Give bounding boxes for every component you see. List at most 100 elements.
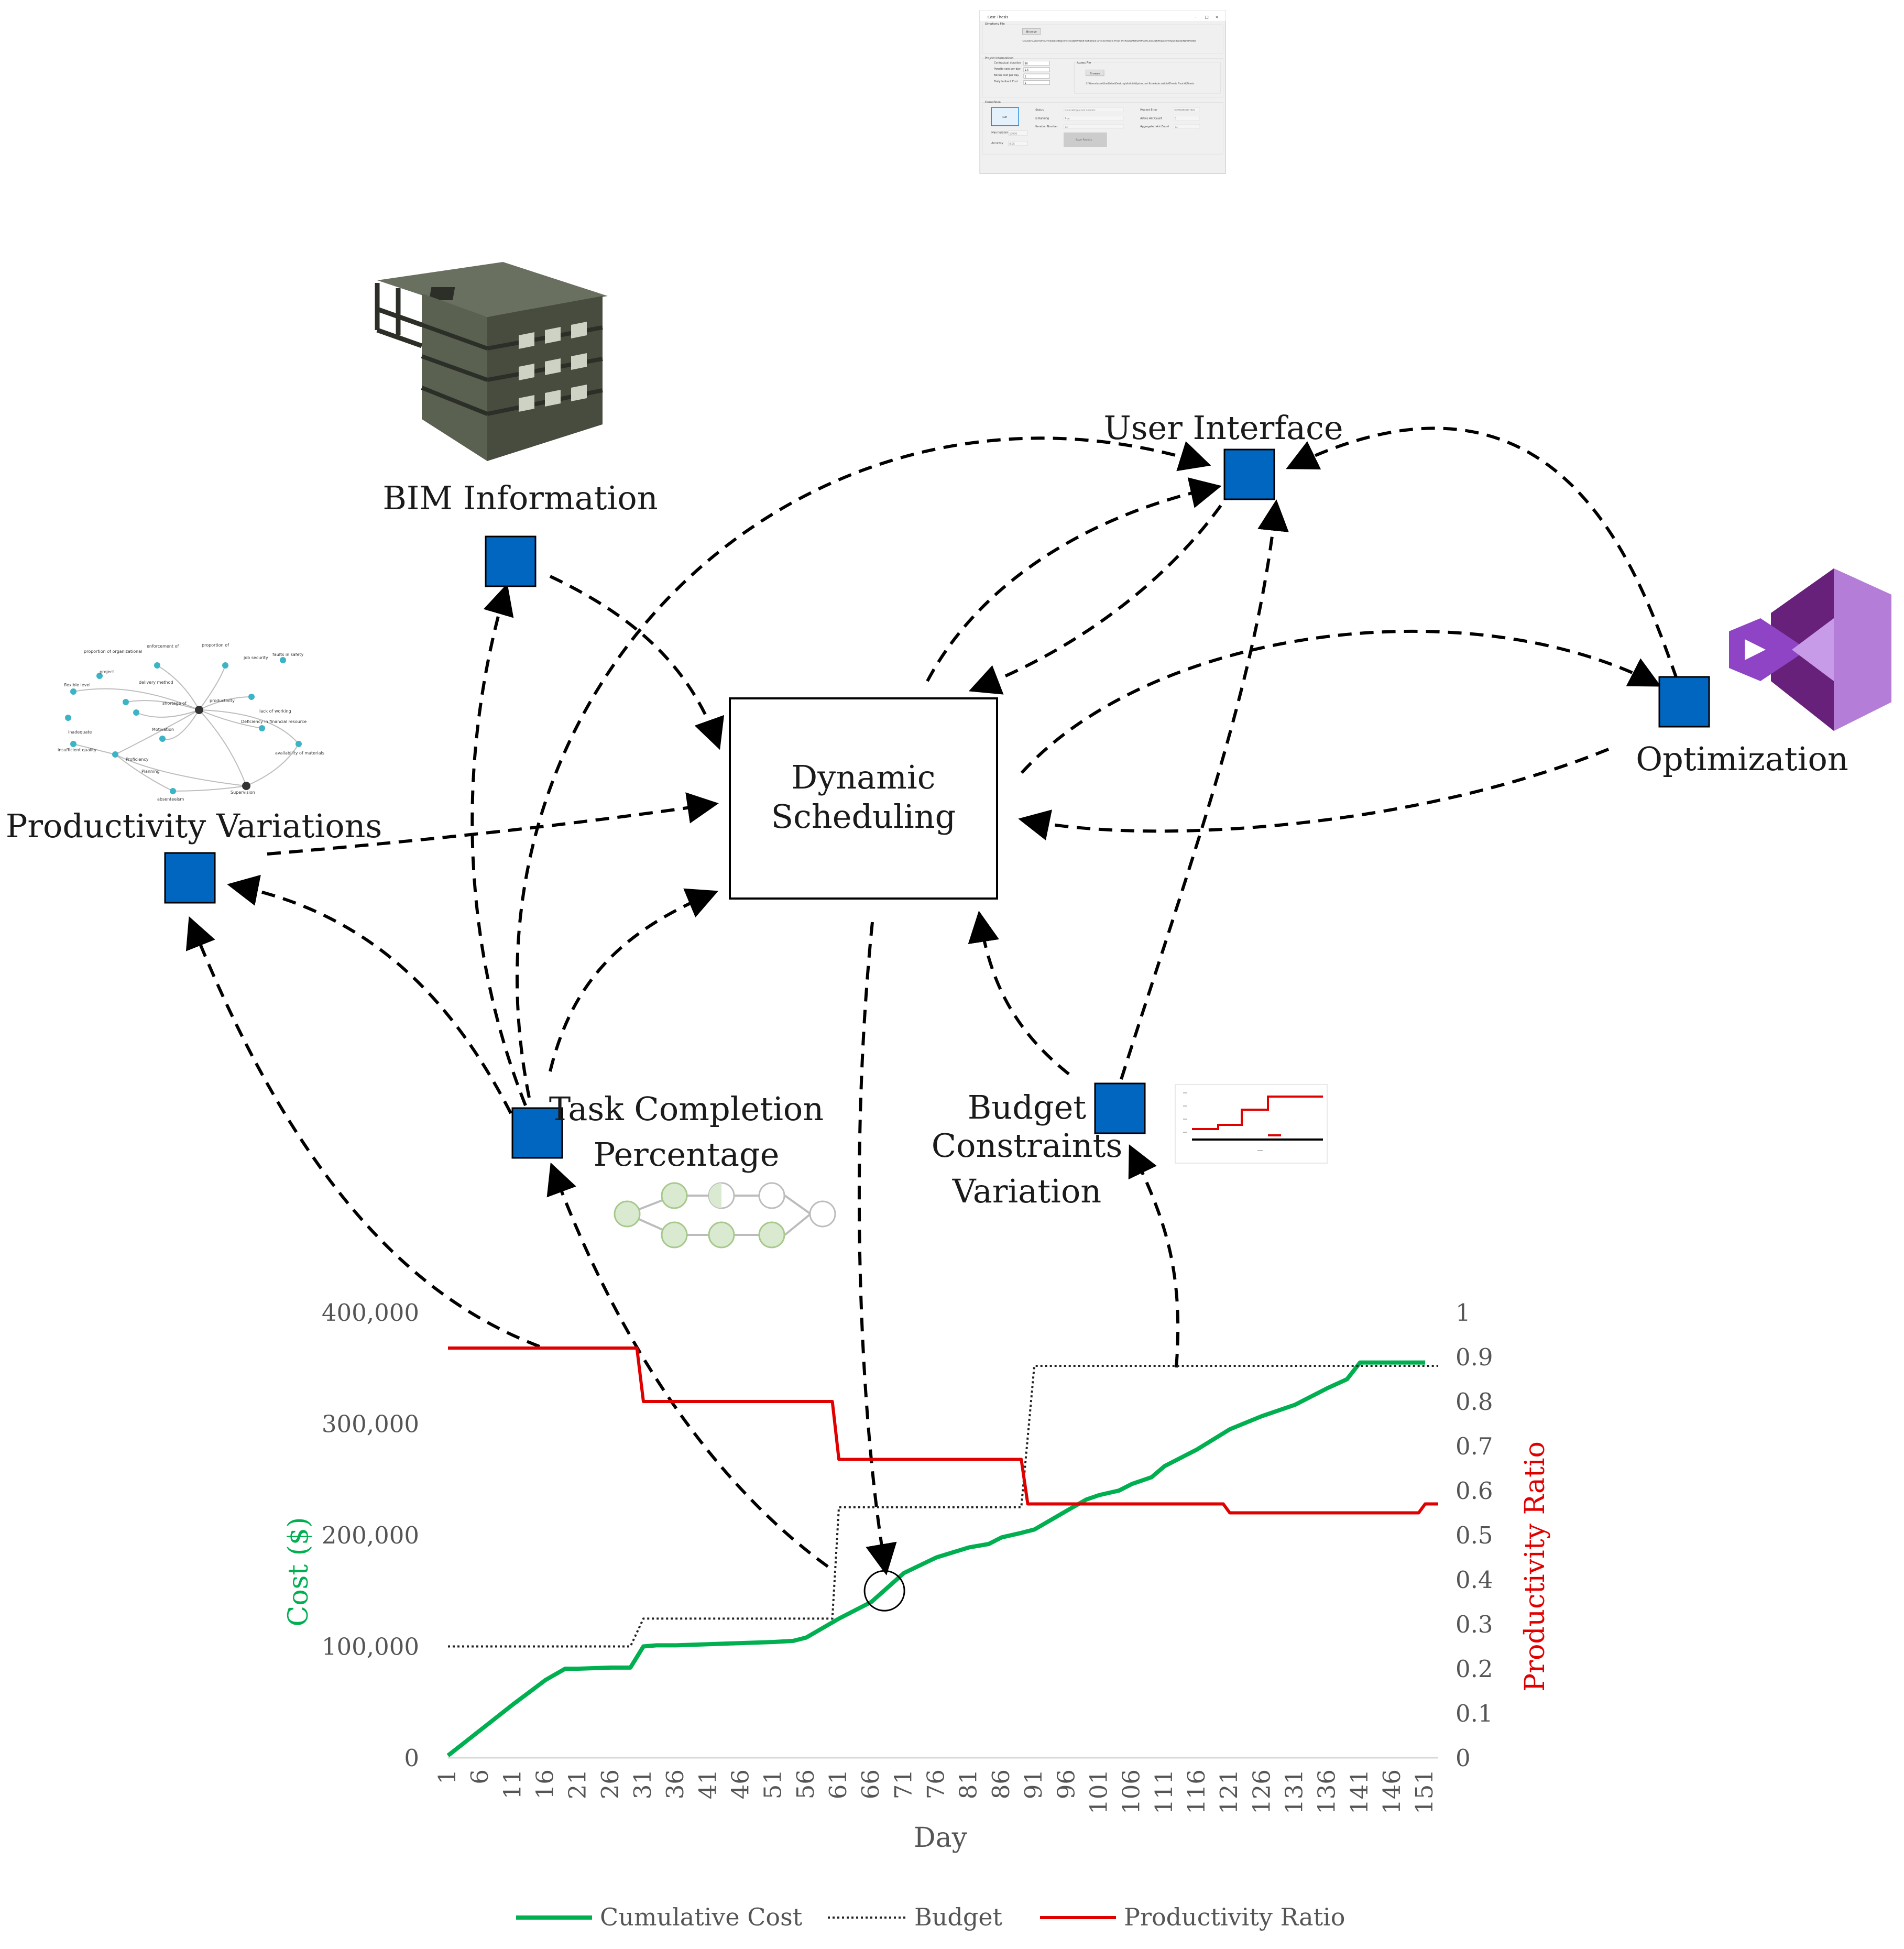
x-tick-label: 11: [498, 1769, 526, 1799]
simphony-group-label: Simphony File: [985, 23, 1005, 26]
connector-group: [185, 426, 1678, 1575]
x-tick-label: 16: [531, 1769, 559, 1799]
is-running-value: True: [1064, 117, 1070, 121]
budget-label-line2: Constraints: [932, 1126, 1123, 1165]
right-tick-label: 1: [1456, 1299, 1471, 1327]
active-ant-label: Active Ant Count: [1140, 117, 1162, 120]
right-tick-label: 0: [1456, 1744, 1471, 1772]
right-tick-label: 0.9: [1456, 1343, 1493, 1371]
connector-chart-to-task: [546, 1162, 829, 1568]
bim-information-node[interactable]: [485, 535, 537, 587]
save-results-button[interactable]: [1064, 133, 1107, 147]
task-completion-label-line2: Percentage: [594, 1135, 780, 1174]
budget-chart-thumbnail: [1175, 1084, 1328, 1164]
legend-label-productivity-ratio: Productivity Ratio: [1124, 1903, 1345, 1931]
daily-indirect-label: Daily Indirect Cost: [994, 80, 1017, 83]
contractual-duration-value: 90: [1024, 62, 1027, 65]
active-ant-field: [1174, 116, 1200, 121]
maximize-icon[interactable]: □: [1205, 15, 1209, 19]
network-node-label: shortage of: [162, 701, 187, 706]
simphony-path: C:\Users\user\OneDrive\Desktop\Article\O…: [1023, 39, 1196, 42]
user-interface-node[interactable]: [1223, 448, 1275, 500]
node-group: [164, 448, 1710, 1159]
x-tick-label: 46: [727, 1769, 754, 1799]
accuracy-field[interactable]: [1008, 141, 1028, 146]
network-node-label: Motivation: [152, 727, 174, 732]
simphony-browse-button[interactable]: [1022, 28, 1041, 35]
access-browse-button[interactable]: [1086, 70, 1104, 76]
network-node-label: lack of working: [259, 709, 291, 714]
run-button[interactable]: [991, 107, 1019, 126]
network-node-label: faults in safety: [272, 652, 304, 657]
x-tick-label: 66: [857, 1769, 884, 1799]
optimization-label: Optimization: [1636, 740, 1848, 778]
dynamic-scheduling-box[interactable]: [729, 697, 998, 900]
x-axis-title: Day: [914, 1822, 968, 1854]
run-label: Run: [1002, 116, 1007, 119]
series-line-budget: [448, 1365, 1438, 1648]
daily-indirect-field[interactable]: [1023, 80, 1050, 85]
x-tick-label: 141: [1345, 1769, 1373, 1814]
minimize-icon[interactable]: –: [1195, 15, 1197, 19]
network-node-label: Supervision: [231, 790, 255, 795]
series-group: [446, 1346, 1438, 1757]
connector-chart-to-budget: [1128, 1144, 1180, 1368]
productivity-network-icon: proportion of organizational enforcement…: [58, 643, 324, 802]
bonus-cost-value: 1: [1024, 75, 1026, 78]
network-node-label: job security: [243, 655, 268, 660]
budget-constraints-node[interactable]: [1094, 1082, 1146, 1134]
right-tick-label: 0.6: [1456, 1477, 1493, 1505]
contractual-duration-field[interactable]: [1023, 61, 1050, 65]
network-node-label: availability of materials: [275, 751, 324, 755]
contractual-duration-label: Contractual duration: [994, 61, 1021, 64]
max-iteration-field[interactable]: [1008, 130, 1028, 136]
connector-task-to-bim: [470, 583, 527, 1107]
legend-label-cumulative-cost: Cumulative Cost: [600, 1903, 803, 1931]
productivity-variations-node[interactable]: [164, 852, 216, 904]
left-tick-label: 400,000: [322, 1299, 419, 1327]
x-tick-label: 151: [1410, 1769, 1438, 1814]
bonus-cost-field[interactable]: [1023, 73, 1050, 79]
connector-task-to-scheduling: [549, 888, 719, 1072]
x-tick-label: 136: [1313, 1769, 1341, 1814]
x-tick-label: 36: [661, 1769, 689, 1799]
x-tick-label: 21: [564, 1769, 592, 1799]
series-line-productivity-ratio: [448, 1346, 1438, 1515]
x-tick-label: 26: [596, 1769, 624, 1799]
access-path: C:\Users\user\OneDrive\Desktop\Article\O…: [1086, 82, 1195, 85]
connector-budget-to-ui: [1120, 499, 1289, 1080]
network-node-label: delivery method: [139, 680, 173, 685]
optimization-node[interactable]: [1658, 676, 1710, 728]
left-tick-label: 300,000: [322, 1410, 419, 1438]
task-completion-node[interactable]: [511, 1107, 563, 1159]
chart-legend: Cumulative Cost Budget Productivity Rati…: [516, 1903, 1345, 1931]
productivity-variations-label: Productivity Variations: [6, 807, 382, 845]
network-node-label: productivity: [210, 698, 235, 703]
right-tick-label: 0.8: [1456, 1388, 1493, 1416]
x-tick-label: 121: [1215, 1769, 1243, 1814]
penalty-cost-field[interactable]: [1023, 67, 1050, 72]
x-tick-label: 56: [792, 1769, 819, 1799]
close-icon[interactable]: ×: [1216, 15, 1219, 19]
accuracy-label: Accuracy: [991, 141, 1003, 145]
right-tick-label: 0.3: [1456, 1611, 1493, 1638]
x-tick-label: 146: [1378, 1769, 1406, 1814]
network-node-label: insufficient quality: [58, 748, 96, 752]
right-axis-ticks: 00.10.20.30.40.50.60.70.80.91: [1456, 1299, 1493, 1772]
connector-scheduling-to-optimization: [1020, 629, 1661, 774]
network-node-label: Deficiency in financial resource: [241, 719, 307, 724]
status-field: [1064, 107, 1124, 112]
connector-chart-to-productivity: [185, 916, 541, 1348]
bim-information-label: BIM Information: [382, 479, 658, 517]
x-tick-label: 71: [889, 1769, 917, 1799]
network-node-label: absenteeism: [157, 797, 184, 802]
right-axis-title: Productivity Ratio: [1519, 1441, 1551, 1692]
budget-label-line3: Variation: [952, 1172, 1101, 1210]
aggregated-ant-label: Aggregated Ant Count: [1140, 125, 1169, 128]
connector-task-to-productivity: [227, 874, 512, 1114]
network-node-label: Proficiency: [126, 757, 149, 762]
x-tick-label: 91: [1020, 1769, 1047, 1799]
x-tick-label: 126: [1248, 1769, 1275, 1814]
